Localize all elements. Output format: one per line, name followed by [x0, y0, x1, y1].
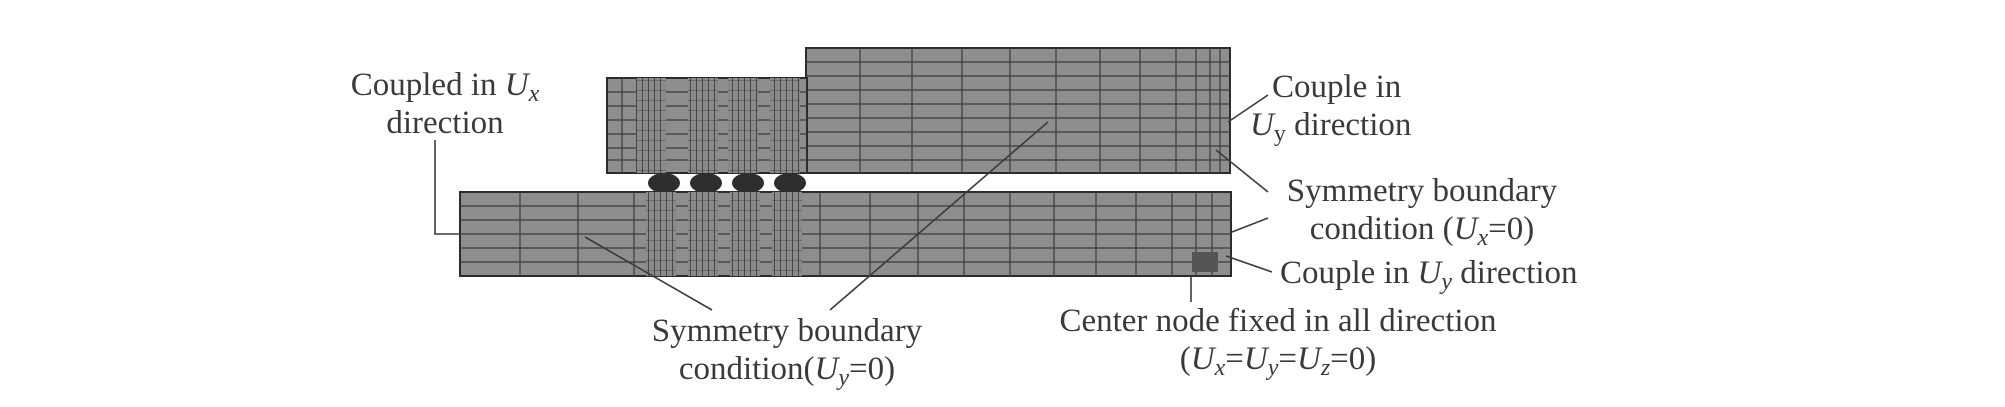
label-line1: Center node fixed in all direction: [1059, 303, 1497, 339]
label-couple-uy-top: Couple in Uy direction: [1250, 68, 1412, 147]
label-text: =0): [1330, 341, 1377, 377]
label-sub: y: [1441, 269, 1452, 295]
label-var: U: [1296, 341, 1321, 377]
label-var: U: [1453, 211, 1478, 247]
label-coupled-ux: Coupled in Ux direction: [330, 66, 560, 142]
leader-symmetry-uy-b: [829, 121, 1049, 311]
label-line1: Symmetry boundary: [651, 313, 923, 349]
label-sub: y: [1273, 121, 1286, 147]
label-symmetry-ux: Symmetry boundary condition (Ux=0): [1262, 172, 1582, 251]
label-var: U: [1190, 341, 1215, 377]
label-symmetry-uy: Symmetry boundary condition(Uy=0): [622, 312, 952, 391]
bottom-plate: [459, 191, 1232, 277]
label-text: condition(: [678, 351, 815, 387]
label-text: =: [1225, 341, 1244, 377]
label-text: =0): [849, 351, 896, 387]
label-line2: direction: [386, 105, 504, 141]
label-couple-uy-bottom: Couple in Uy direction: [1280, 254, 1578, 295]
label-sub: x: [528, 81, 540, 107]
label-sub: x: [1214, 355, 1226, 381]
label-var: U: [1417, 255, 1442, 291]
leader-couple-uy-top: [1227, 94, 1269, 123]
label-line1: Symmetry boundary: [1286, 173, 1558, 209]
label-text: direction: [1285, 107, 1412, 143]
leader-couple-uy-bottom: [1225, 255, 1273, 273]
label-var: U: [504, 67, 529, 103]
label-line1: Couple in: [1272, 69, 1402, 105]
label-text: (: [1179, 341, 1191, 377]
label-var: U: [1250, 107, 1274, 143]
leader-symmetry-ux: [1215, 149, 1269, 193]
label-sub: y: [1267, 355, 1279, 381]
label-text: =: [1278, 341, 1297, 377]
label-sub: y: [838, 365, 850, 391]
label-text: condition (: [1309, 211, 1454, 247]
label-text: =0): [1488, 211, 1535, 247]
bolt-joints: [648, 173, 806, 193]
label-var: U: [814, 351, 839, 387]
label-text: Couple in: [1280, 255, 1418, 291]
leader-symmetry-uy-a: [584, 236, 713, 311]
label-center-node: Center node fixed in all direction (Ux=U…: [1008, 302, 1548, 381]
label-text: direction: [1452, 255, 1578, 291]
label-var: U: [1243, 341, 1268, 377]
label-sub: z: [1320, 355, 1331, 381]
leader-coupled-ux: [434, 140, 460, 235]
leader-lines: [434, 94, 1273, 311]
label-sub: x: [1477, 225, 1489, 251]
leader-symmetry-ux-b: [1231, 217, 1269, 233]
label-text: Coupled in: [350, 67, 505, 103]
top-plate-lower: [606, 77, 808, 174]
top-plate-upper: [805, 47, 1231, 174]
